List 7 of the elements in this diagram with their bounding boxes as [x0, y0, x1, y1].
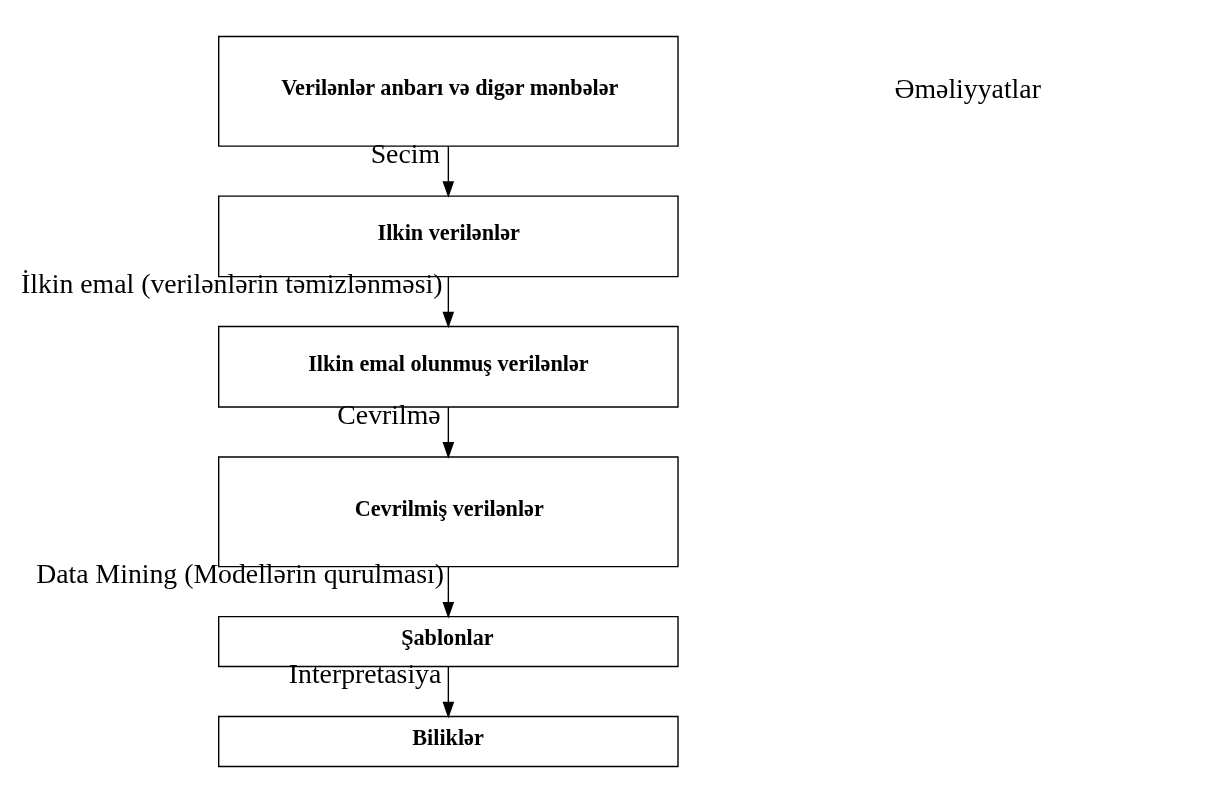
label: Əməliyyatlar [894, 73, 1041, 105]
arrow [442, 406, 455, 459]
arrow [442, 566, 455, 619]
arrow [442, 276, 455, 329]
arrow [442, 666, 455, 719]
arrow [442, 145, 455, 198]
node-box: Biliklər [218, 715, 679, 768]
